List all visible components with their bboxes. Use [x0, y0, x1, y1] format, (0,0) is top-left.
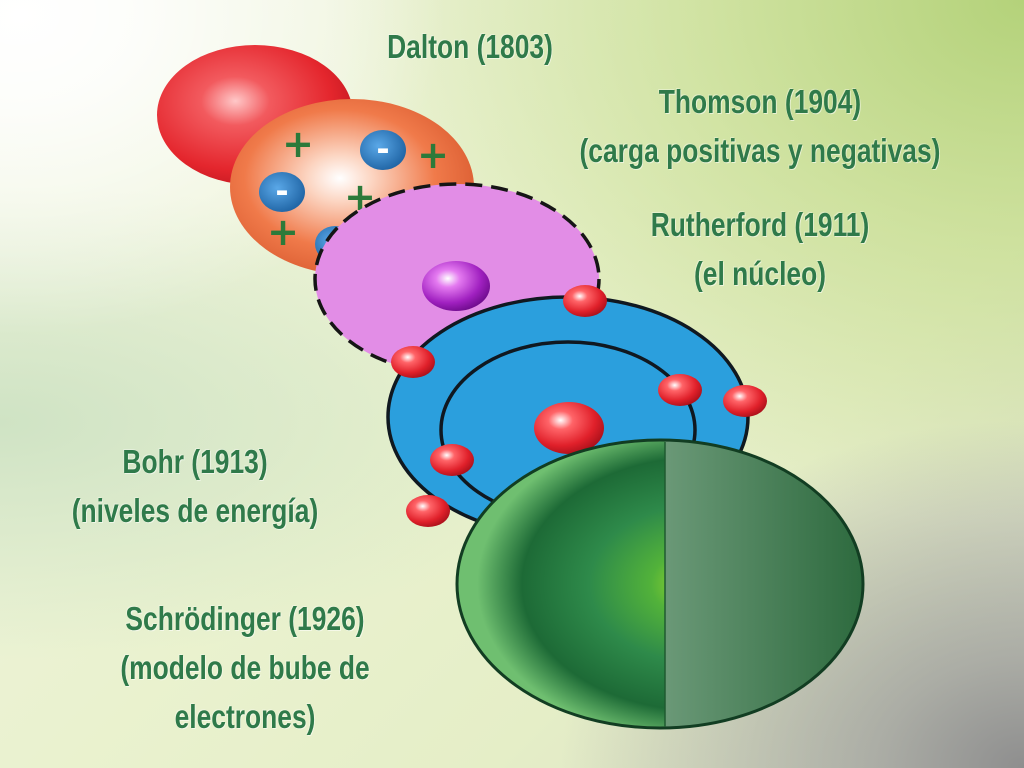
electron: [430, 444, 474, 476]
schrodinger-description-line2: electrones): [174, 698, 316, 735]
svg-text:-: -: [275, 172, 288, 210]
thomson-description: (carga positivas y negativas): [579, 132, 941, 169]
rutherford-description: (el núcleo): [693, 255, 827, 292]
positive-charge: +: [282, 122, 314, 166]
negative-charge: -: [360, 130, 406, 170]
bohr-nucleus: [534, 402, 604, 454]
electron: [723, 385, 767, 417]
dalton-title: Dalton (1803): [387, 28, 553, 65]
thomson-label: Thomson (1904) (carga positivas y negati…: [560, 77, 960, 175]
thomson-title: Thomson (1904): [658, 83, 862, 120]
positive-charge: +: [267, 210, 299, 254]
electrons: [391, 285, 767, 527]
rutherford-nucleus: [422, 261, 490, 311]
electron: [391, 346, 435, 378]
bohr-label: Bohr (1913) (niveles de energía): [39, 437, 351, 535]
schrodinger-title: Schrödinger (1926): [125, 600, 365, 637]
bohr-description: (niveles de energía): [71, 492, 319, 529]
bohr-title: Bohr (1913): [122, 443, 268, 480]
schrodinger-label: Schrödinger (1926) (modelo de bube de el…: [81, 594, 409, 741]
electron: [658, 374, 702, 406]
positive-charge: +: [417, 133, 449, 177]
svg-text:-: -: [376, 130, 389, 168]
rutherford-title: Rutherford (1911): [650, 206, 870, 243]
rutherford-label: Rutherford (1911) (el núcleo): [624, 200, 896, 298]
dalton-label: Dalton (1803): [350, 22, 590, 71]
schrodinger-description-line1: (modelo de bube de: [120, 649, 370, 686]
electron: [563, 285, 607, 317]
electron: [406, 495, 450, 527]
negative-charge: -: [259, 172, 305, 212]
schrodinger-electron-cloud: [455, 438, 865, 730]
